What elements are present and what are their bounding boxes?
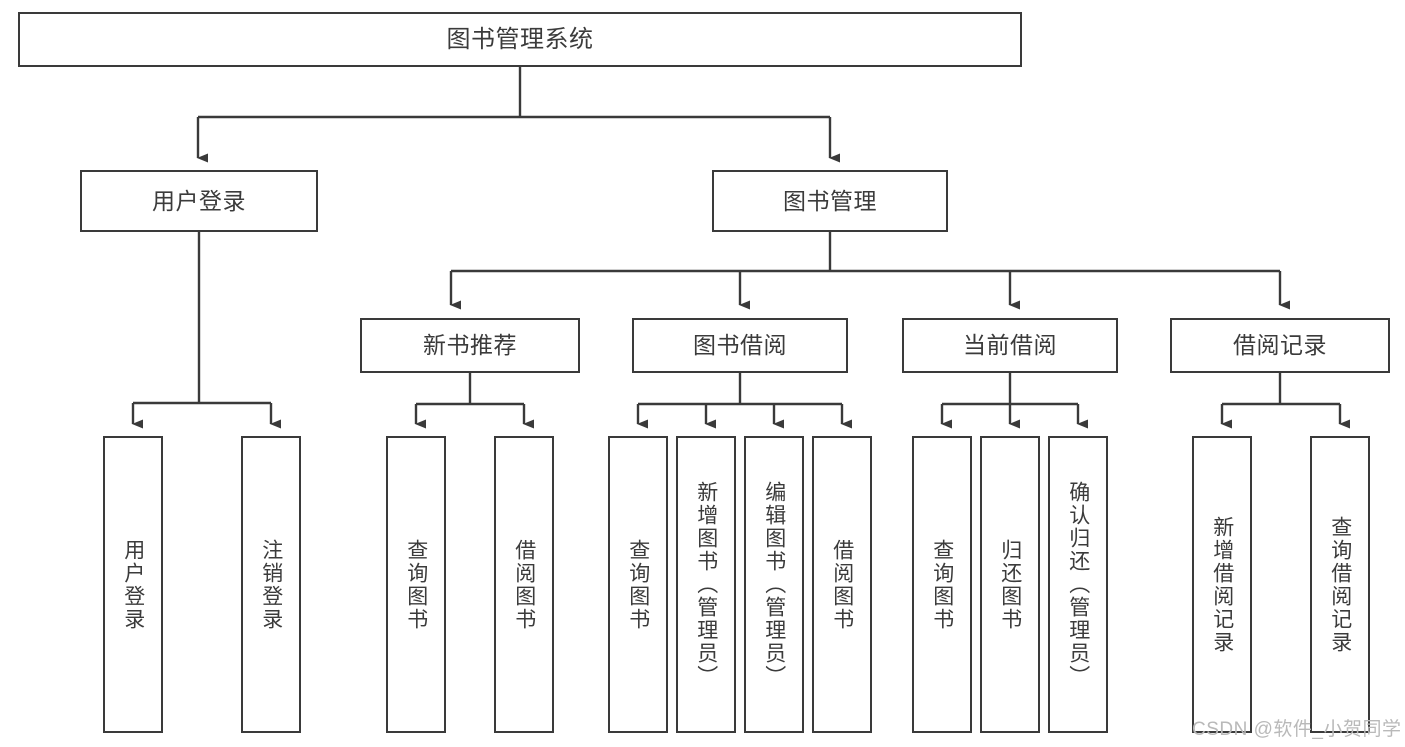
node-leaf-add-book-admin[interactable]: 新增图书（管理员） (676, 436, 736, 733)
node-label: 当前借阅 (963, 332, 1057, 359)
node-label: 借阅记录 (1233, 332, 1327, 359)
node-label: 确认归还（管理员） (1066, 481, 1090, 688)
watermark-text: CSDN @软件_小贺同学 (1192, 719, 1402, 740)
node-label: 查询借阅记录 (1328, 515, 1352, 654)
node-label: 查询图书 (930, 538, 954, 631)
node-label: 用户登录 (121, 538, 145, 631)
node-label: 图书管理 (783, 187, 877, 214)
node-label: 查询图书 (626, 538, 650, 631)
node-leaf-borrow-book[interactable]: 借阅图书 (812, 436, 872, 733)
node-label: 图书管理系统 (446, 25, 594, 53)
node-leaf-query-book-borrow[interactable]: 查询图书 (608, 436, 668, 733)
node-label: 用户登录 (152, 187, 246, 214)
node-label: 新增借阅记录 (1210, 515, 1234, 654)
node-book-management[interactable]: 图书管理 (712, 170, 948, 232)
node-label: 借阅图书 (830, 538, 854, 631)
node-label: 新增图书（管理员） (694, 481, 718, 688)
node-user-login[interactable]: 用户登录 (80, 170, 318, 232)
node-leaf-query-borrow-record[interactable]: 查询借阅记录 (1310, 436, 1370, 733)
node-root-system[interactable]: 图书管理系统 (18, 12, 1022, 67)
node-label: 注销登录 (259, 538, 283, 631)
node-label: 借阅图书 (512, 538, 536, 631)
node-leaf-query-book-recommend[interactable]: 查询图书 (386, 436, 446, 733)
node-current-borrow[interactable]: 当前借阅 (902, 318, 1118, 373)
node-label: 查询图书 (404, 538, 428, 631)
node-leaf-user-login[interactable]: 用户登录 (103, 436, 163, 733)
node-leaf-logout[interactable]: 注销登录 (241, 436, 301, 733)
node-leaf-edit-book-admin[interactable]: 编辑图书（管理员） (744, 436, 804, 733)
node-leaf-borrow-book-recommend[interactable]: 借阅图书 (494, 436, 554, 733)
node-book-borrow[interactable]: 图书借阅 (632, 318, 848, 373)
node-leaf-add-borrow-record[interactable]: 新增借阅记录 (1192, 436, 1252, 733)
node-new-book-recommend[interactable]: 新书推荐 (360, 318, 580, 373)
node-label: 编辑图书（管理员） (762, 481, 786, 688)
node-leaf-query-book-current[interactable]: 查询图书 (912, 436, 972, 733)
node-label: 归还图书 (998, 538, 1022, 631)
node-label: 图书借阅 (693, 332, 787, 359)
node-leaf-return-book[interactable]: 归还图书 (980, 436, 1040, 733)
node-leaf-confirm-return-admin[interactable]: 确认归还（管理员） (1048, 436, 1108, 733)
node-label: 新书推荐 (423, 332, 517, 359)
node-borrow-record[interactable]: 借阅记录 (1170, 318, 1390, 373)
